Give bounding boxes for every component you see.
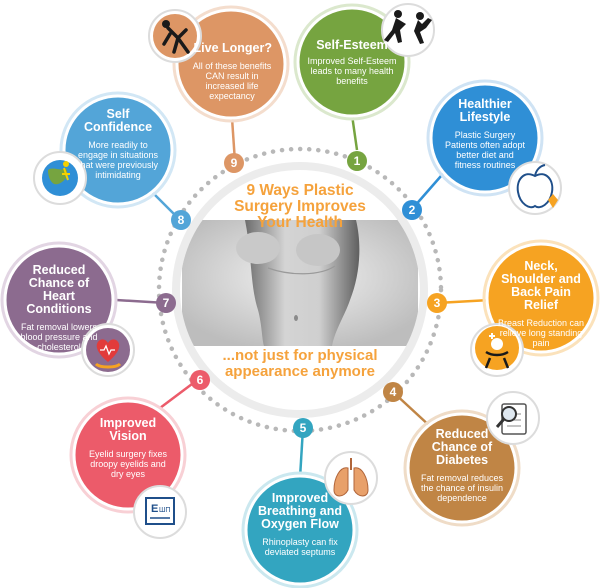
benefit-1-title: Self-Esteem (316, 38, 388, 52)
badge-4: 4 (383, 382, 403, 402)
benefit-3-desc: Breast Reduction can relieve long standi… (497, 318, 585, 348)
benefit-9-desc: All of these benefits CAN result in incr… (192, 61, 272, 101)
benefit-2-title: Healthier Lifestyle (458, 97, 512, 124)
lungs-icon (333, 458, 369, 497)
benefit-6-text: Improved Vision Eyelid surgery fixes dro… (84, 416, 172, 480)
svg-text:ШП: ШП (159, 507, 170, 514)
benefit-9-title: Live Longer? (193, 41, 272, 55)
benefit-5-desc: Rhinoplasty can fix deviated septums (262, 537, 338, 557)
globe-people-icon (42, 160, 78, 196)
benefit-4-text: Reduced Chance of Diabetes Fat removal r… (418, 427, 506, 504)
badge-3: 3 (427, 293, 447, 313)
eye-chart-icon: E ШП (145, 497, 175, 525)
benefit-8-title: Self Confidence (83, 107, 153, 134)
benefit-3-title: Neck, Shoulder and Back Pain Relief (501, 259, 581, 312)
apple-icon (516, 164, 558, 209)
benefit-1-text: Self-Esteem Improved Self-Esteem leads t… (306, 38, 398, 87)
heart-hand-icon (86, 328, 130, 372)
benefit-8-desc: More readily to engage in situations tha… (77, 140, 159, 180)
stretching-figure-icon (153, 14, 197, 58)
benefit-7-circle (0, 241, 135, 377)
svg-text:E: E (151, 503, 158, 515)
benefit-5-title: Improved Breathing and Oxygen Flow (257, 491, 343, 531)
center-title: 9 Ways Plastic Surgery Improves Your Hea… (234, 182, 366, 231)
benefit-5-circle (241, 451, 378, 588)
benefit-6-circle: E ШП (69, 396, 187, 539)
badge-9: 9 (224, 153, 244, 173)
benefit-9-text: Live Longer? All of these benefits CAN r… (188, 41, 276, 102)
dancing-figures-icon (384, 10, 432, 44)
badge-7: 7 (156, 293, 176, 313)
benefit-6-title: Improved Vision (99, 416, 157, 443)
dotted-ring (156, 146, 444, 434)
benefit-7-title: Reduced Chance of Heart Conditions (26, 263, 92, 316)
badge-1: 1 (347, 151, 367, 171)
benefit-6-desc: Eyelid surgery fixes droopy eyelids and … (88, 449, 168, 479)
benefit-1-circle (293, 3, 435, 121)
benefit-4-circle (403, 391, 540, 527)
benefit-5-text: Improved Breathing and Oxygen Flow Rhino… (254, 491, 346, 558)
benefit-2-text: Healthier Lifestyle Plastic Surgery Pati… (442, 97, 528, 171)
benefit-4-desc: Fat removal reduces the chance of insuli… (420, 473, 504, 503)
center-disc (172, 162, 428, 418)
benefit-4-title: Reduced Chance of Diabetes (431, 427, 493, 467)
benefit-2-desc: Plastic Surgery Patients often adopt bet… (444, 130, 526, 170)
medical-figure-icon (475, 326, 519, 370)
benefit-2-circle (426, 79, 562, 215)
badge-5: 5 (293, 418, 313, 438)
benefit-9-circle (148, 5, 290, 123)
badge-8: 8 (171, 210, 191, 230)
benefit-3-circle (470, 239, 600, 377)
benefit-1-desc: Improved Self-Esteem leads to many healt… (307, 56, 397, 86)
benefit-7-text: Reduced Chance of Heart Conditions Fat r… (16, 263, 102, 353)
badge-2: 2 (402, 200, 422, 220)
badge-6: 6 (190, 370, 210, 390)
magnifier-clipboard-icon (495, 403, 527, 435)
benefit-3-text: Neck, Shoulder and Back Pain Relief Brea… (496, 259, 586, 349)
torso-photo (236, 220, 360, 346)
benefit-8-circle (33, 91, 177, 209)
benefit-8-text: Self Confidence More readily to engage i… (74, 107, 162, 181)
center-subtitle: ...not just for physical appearance anym… (222, 347, 378, 380)
benefit-7-desc: Fat removal lowers blood pressure and ch… (20, 322, 98, 352)
